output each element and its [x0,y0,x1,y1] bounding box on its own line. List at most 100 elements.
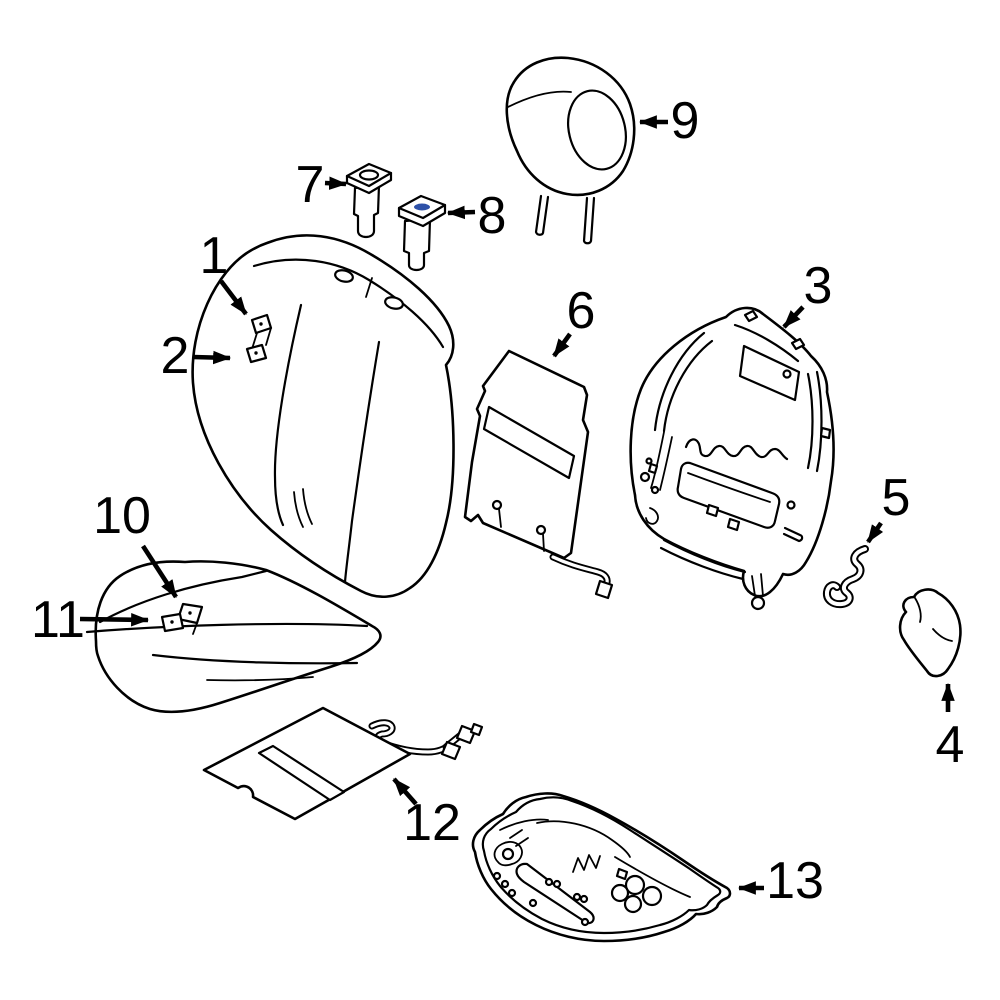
pan-big-hole-4 [623,894,643,914]
headrest-stem-left [534,194,550,236]
callout-9-label: 9 [671,92,700,150]
pan-detail-curve-1 [499,818,549,831]
callout-11-label: 11 [31,591,85,649]
headrest-seam [507,90,572,108]
callout-5-label: 5 [882,469,911,527]
callouts: 1 2 3 4 5 6 7 8 9 10 11 12 13 [31,92,964,910]
callout-12-label: 12 [403,794,461,852]
pan-small-rect [615,867,629,881]
frame-bottom-tube [659,538,747,581]
pan-hole-3 [507,888,517,898]
callout-1-label: 1 [200,227,229,285]
seat-back-frame [629,306,835,611]
frame-hole-c [645,457,653,465]
callout-2-arrow [192,350,232,365]
pan-hole-6 [552,879,562,889]
pan-hole-5 [544,877,554,887]
clip-2-hole [254,351,258,355]
knob-body [898,588,962,678]
callout-5-arrow [866,521,884,544]
callout-1-arrow [219,279,248,316]
seat-back-heater-panel [463,349,614,600]
callout-3-label: 3 [804,257,833,315]
seat-heater-pad [202,706,484,821]
pan-hole-1 [492,871,502,881]
panel-pin-2 [542,533,545,552]
frame-window-hole [782,369,792,379]
pan-boss-hole [501,847,515,861]
callout-11-arrow [79,613,150,627]
pan-detail-curve-3 [614,856,691,898]
seat-back-bottom-stitches [293,488,313,528]
callout-2-label: 2 [161,327,190,385]
pad-connector-2 [440,740,462,761]
cushion-lower-seam [151,653,359,665]
sleeve-body [352,183,381,239]
callout-13-label: 13 [766,852,824,910]
frame-left-tube [653,331,714,433]
panel-wire-connector [594,579,614,600]
callout-6-label: 6 [567,282,596,340]
frame-left-plate-edges [650,431,673,491]
guide-body [402,217,432,272]
headrest-front-face [567,89,627,171]
frame-top-window [738,344,801,402]
callout-10-arrow [141,544,178,599]
pan-detail-curve-2 [536,820,631,858]
seat-cushion-outline [94,560,382,714]
frame-hole-b [650,485,660,495]
band-hole-1 [334,269,354,283]
cushion-top-band [98,569,268,624]
clip-11-hole [170,620,174,624]
panel-grommet-2 [535,524,547,536]
pan-big-hole-3 [641,885,663,907]
pan-boss [493,841,523,867]
frame-hole-d [786,500,796,510]
callout-4-label: 4 [936,716,965,774]
callout-7-label: 7 [296,156,325,214]
panel-wire-core [551,555,609,585]
pad-outline [202,706,412,821]
hook-core [824,547,867,607]
pan-detail-lines [509,829,529,847]
frame-crossbar-inner [687,472,771,503]
frame-top-tube-inner [733,323,800,363]
pan-big-hole-2 [610,883,630,903]
frame-outline [629,306,835,598]
seat-back-cushion [191,234,455,598]
clip-10-hole [188,611,192,615]
seat-back-outline [191,234,455,598]
seat-cushion [85,560,382,714]
panel-slot [482,405,576,480]
crossbar-hole-2 [726,517,741,532]
pan-outline [471,792,732,943]
knob-crease [932,628,953,642]
frame-spring-wire-1 [684,438,789,461]
callout-12-arrow [392,777,418,806]
clip-1-hole [259,322,263,326]
pan-big-hole-1 [624,874,646,896]
callout-10-label: 10 [93,487,151,545]
callout-8-arrow [446,205,476,220]
headrest-stem-right [582,196,596,245]
frame-pivot-pin [782,526,804,543]
band-hole-2 [384,296,404,310]
band-tick [365,277,373,298]
knob-neck-line [914,597,922,623]
pan-long-slot [515,862,595,925]
pan-hole-2 [500,879,510,889]
pan-hole-7 [572,892,582,902]
headrest [505,56,636,245]
frame-hook-detail [645,507,659,525]
pad-connector-1-tip [469,722,484,737]
frame-guide-boss-2 [790,337,806,351]
guide-hole [412,201,432,213]
seat-back-clips [245,313,273,364]
panel-pin-1 [498,508,502,528]
pan-hole-4 [528,898,538,908]
seat-pan [471,792,732,943]
recline-knob [898,588,962,678]
callout-8-label: 8 [478,187,507,245]
callout-3-arrow [782,305,805,329]
cushion-mid-seam [85,622,369,634]
